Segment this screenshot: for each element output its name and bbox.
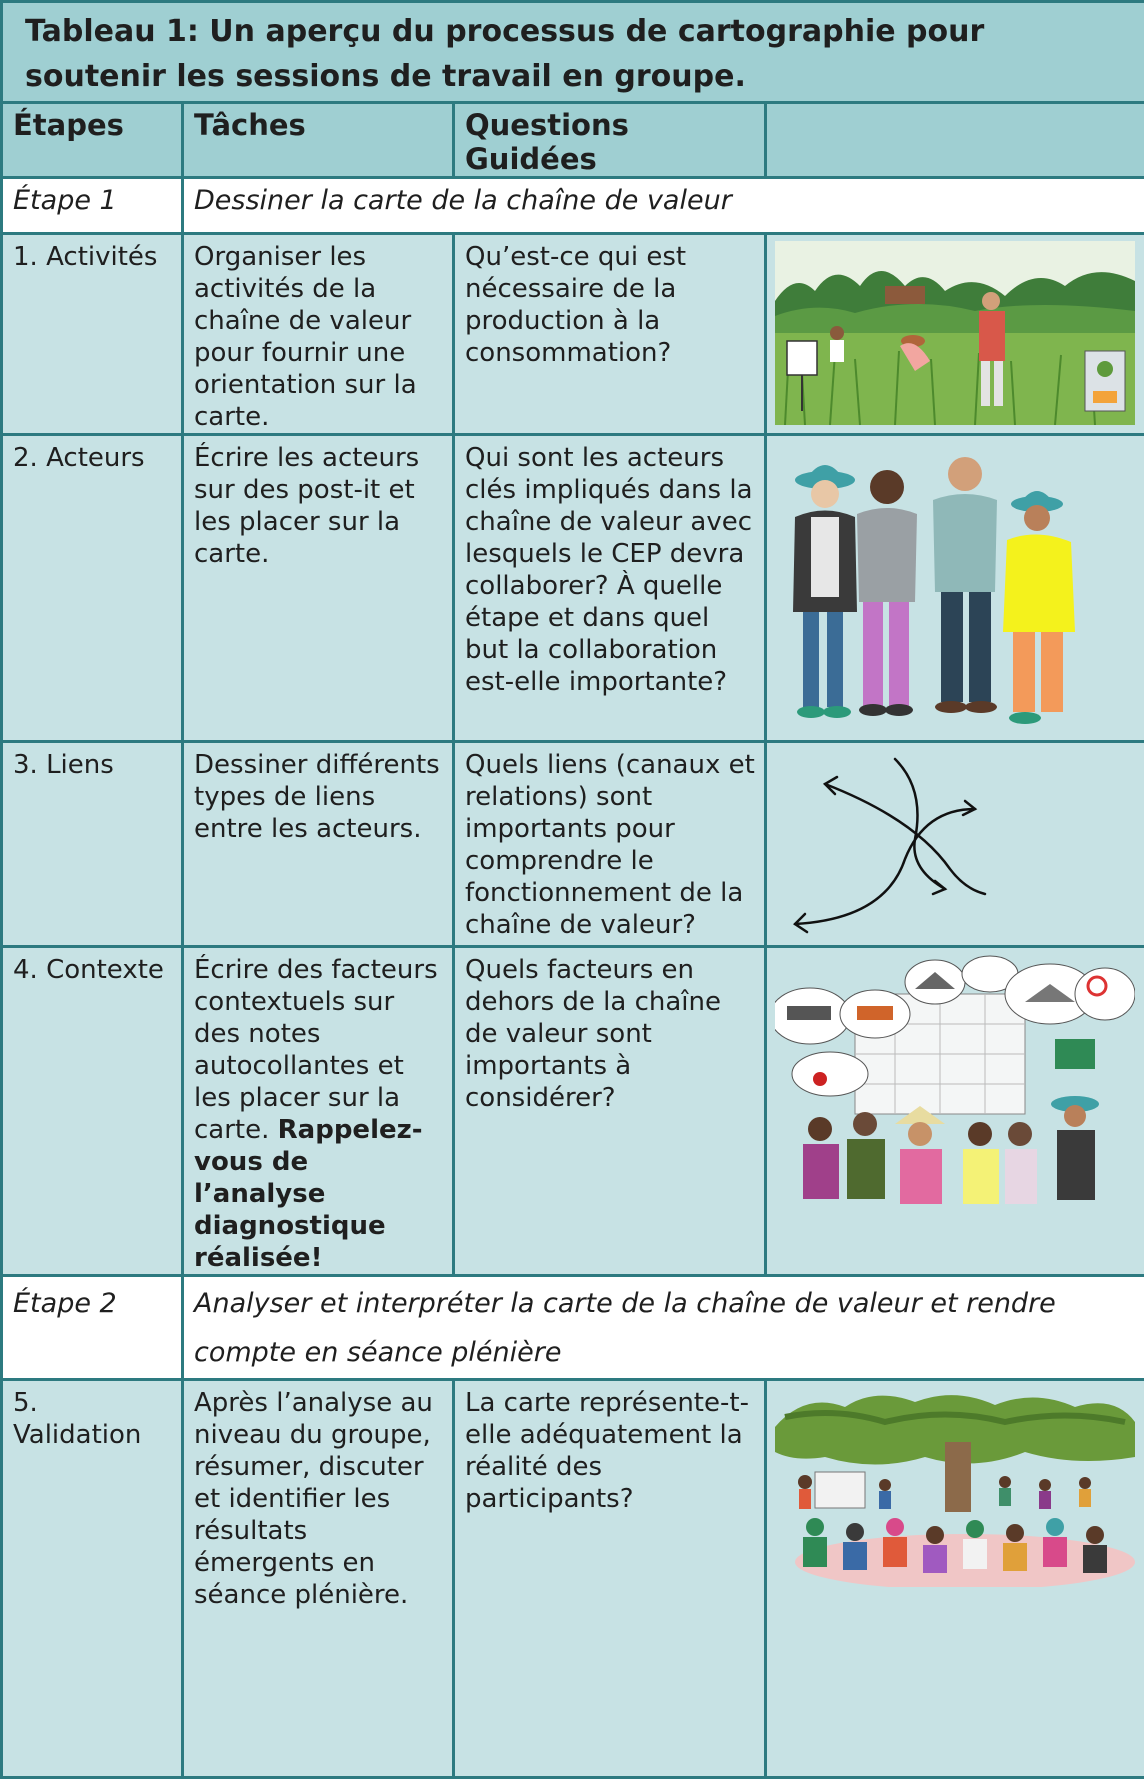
context-map-illustration (766, 947, 1144, 1276)
page: Tableau 1: Un aperçu du processus de car… (0, 0, 1144, 1721)
table-title: Tableau 1: Un aperçu du processus de car… (2, 2, 1144, 103)
task-cell: Écrire des facteurs contextuels sur des … (183, 947, 454, 1276)
header-questions: Questions Guidées (454, 103, 766, 178)
task-cell: Écrire les acteurs sur des post-it et le… (183, 435, 454, 742)
question-cell: Quels liens (canaux et relations) sont i… (454, 742, 766, 947)
stage-1-text: Dessiner la carte de la chaîne de valeur (183, 178, 1144, 234)
step-cell: 3. Liens (2, 742, 183, 947)
step-cell: 2. Acteurs (2, 435, 183, 742)
header-row: Étapes Tâches Questions Guidées (2, 103, 1144, 178)
crossing-arrows-illustration (766, 742, 1144, 947)
table-row: 5. Validation Après l’analyse au niveau … (2, 1380, 1144, 1778)
stage-1-row: Étape 1 Dessiner la carte de la chaîne d… (2, 178, 1144, 234)
table-title-row: Tableau 1: Un aperçu du processus de car… (2, 2, 1144, 103)
plenary-under-tree-illustration (766, 1380, 1144, 1778)
table-row: 2. Acteurs Écrire les acteurs sur des po… (2, 435, 1144, 742)
header-taches: Tâches (183, 103, 454, 178)
stage-1-label: Étape 1 (2, 178, 183, 234)
farmers-field-illustration (766, 234, 1144, 435)
stage-2-row: Étape 2 Analyser et interpréter la carte… (2, 1276, 1144, 1380)
task-cell: Après l’analyse au niveau du groupe, rés… (183, 1380, 454, 1778)
question-cell: La carte représente-t-elle adéquatement … (454, 1380, 766, 1778)
task-cell: Dessiner différents types de liens entre… (183, 742, 454, 947)
question-cell: Qui sont les acteurs clés impliqués dans… (454, 435, 766, 742)
stage-2-label: Étape 2 (2, 1276, 183, 1380)
group-of-people-illustration (766, 435, 1144, 742)
step-cell: 1. Activités (2, 234, 183, 435)
table-row: 1. Activités Organiser les activités de … (2, 234, 1144, 435)
header-etapes: Étapes (2, 103, 183, 178)
step-cell: 4. Contexte (2, 947, 183, 1276)
header-illustration (766, 103, 1144, 178)
step-cell: 5. Validation (2, 1380, 183, 1778)
question-cell: Qu’est-ce qui est nécessaire de la produ… (454, 234, 766, 435)
table-row: 4. Contexte Écrire des facteurs contextu… (2, 947, 1144, 1276)
table-row: 3. Liens Dessiner différents types de li… (2, 742, 1144, 947)
task-cell: Organiser les activités de la chaîne de … (183, 234, 454, 435)
stage-2-text: Analyser et interpréter la carte de la c… (183, 1276, 1144, 1380)
question-cell: Quels facteurs en dehors de la chaîne de… (454, 947, 766, 1276)
